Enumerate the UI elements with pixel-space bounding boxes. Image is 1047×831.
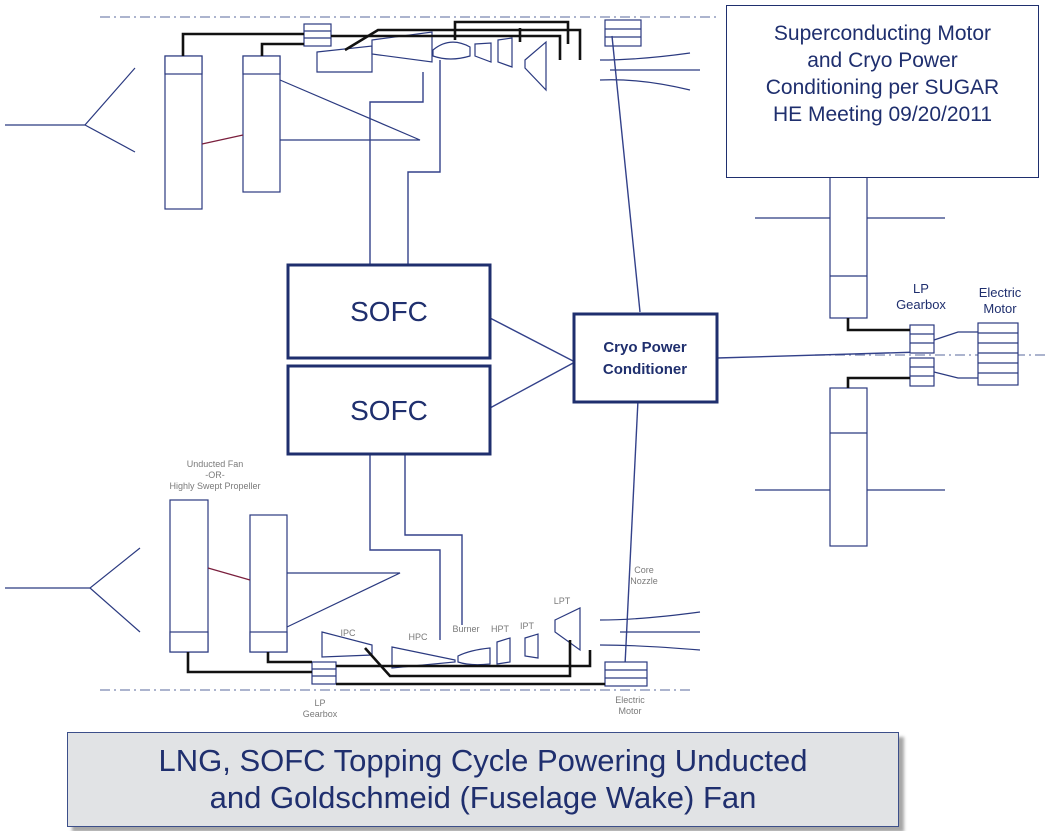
centerlines [100,16,1045,691]
sofc-bottom-label: SOFC [350,395,428,426]
bottom-fan-2-hub [249,631,288,653]
top-electric-motor [604,19,642,47]
top-lpt [524,40,547,92]
fan-label-3: Highly Swept Propeller [169,481,260,491]
bottom-core-nozzle [599,611,701,651]
bottom-spinner [89,547,141,633]
cryo-power-conditioner: Cryo Power Conditioner [572,312,719,404]
right-shafts [846,318,910,388]
bottom-hpt [496,637,511,665]
figure-caption: LNG, SOFC Topping Cycle Powering Unducte… [67,732,899,827]
top-hpc [371,31,433,63]
burner-label: Burner [452,624,479,634]
top-core-nozzle [599,52,691,91]
bottom-lpt [554,607,581,652]
top-fan-1 [164,55,203,210]
right-fan-bottom [829,387,868,547]
right-lp-gearbox-top [909,324,935,354]
top-fan-link [201,134,244,145]
sofc-bottom-line-a [369,455,441,640]
note-line-1: Superconducting Motor [773,22,992,45]
bottom-electric-motor [604,661,648,687]
right-lp-gearbox-label-2: Gearbox [896,297,946,312]
bottom-electric-motor-label-2: Motor [618,706,641,716]
sofc-top-to-conditioner [489,317,576,363]
top-spinner [84,67,136,153]
hpt-label: HPT [491,624,510,634]
bottom-ipt [524,633,539,659]
bottom-lp-gearbox [311,661,337,685]
top-burner [432,41,471,60]
top-hpt [474,42,492,63]
sofc-top-label: SOFC [350,296,428,327]
lpt-label: LPT [554,596,571,606]
right-engine [755,139,1019,547]
fan-label-1: Unducted Fan [187,459,244,469]
conditioner-to-bottom-motor [624,399,639,666]
core-nozzle-label-2: Nozzle [630,576,658,586]
bottom-lp-gearbox-label-1: LP [314,698,325,708]
top-fan-2-hub [242,55,281,75]
top-ipt [497,37,513,68]
bottom-shafts [186,640,605,686]
conditioner-to-top-motor [611,35,641,313]
note-line-2: and Cryo Power [807,49,958,72]
top-lp-gearbox [303,23,332,47]
sofc-top-line-a [369,72,424,265]
hpc-label: HPC [408,632,428,642]
bottom-burner [457,647,491,666]
sofc-top: SOFC [286,263,492,360]
conditioner-line-1: Cryo Power [603,339,687,356]
caption-line-1: LNG, SOFC Topping Cycle Powering Unducte… [158,743,808,778]
conditioner-line-2: Conditioner [603,361,687,378]
bottom-engine [5,499,701,687]
note-line-4: HE Meeting 09/20/2011 [772,103,993,126]
right-electric-motor-label-1: Electric [979,285,1022,300]
bottom-hpc [391,646,456,669]
conditioner-to-right-motor [716,351,921,359]
ipt-label: IPT [520,621,535,631]
bottom-fan-link [207,567,251,581]
ipc-label: IPC [340,628,356,638]
note-line-3: Conditioning per SUGAR [765,76,1000,99]
top-shafts [181,20,582,60]
right-electric-motor-label-2: Motor [983,301,1017,316]
sofc-bottom: SOFC [286,364,492,456]
sofc-bottom-line-b [404,455,463,625]
bottom-electric-motor-label-1: Electric [615,695,645,705]
core-nozzle-label-1: Core [634,565,654,575]
meeting-note: Superconducting Motor and Cryo Power Con… [726,5,1039,178]
right-lp-gearbox-label-1: LP [913,281,929,296]
right-electric-motor [977,322,1019,386]
caption-line-2: and Goldschmeid (Fuselage Wake) Fan [209,780,757,815]
bottom-lp-gearbox-label-2: Gearbox [303,709,338,719]
top-fan-1-hub [164,55,203,75]
fan-label-2: -OR- [205,470,225,480]
bottom-fan-1-hub [169,631,209,653]
sofc-top-line-b [407,60,441,265]
bottom-fan-1 [169,499,209,653]
top-duct [279,79,421,141]
power-lines [369,35,921,666]
top-ipc [316,45,373,73]
bottom-duct [286,572,401,628]
right-lp-gearbox-bottom [909,357,935,387]
top-engine [5,19,700,210]
sofc-bottom-to-conditioner [489,361,576,409]
top-fan-2 [242,55,281,193]
